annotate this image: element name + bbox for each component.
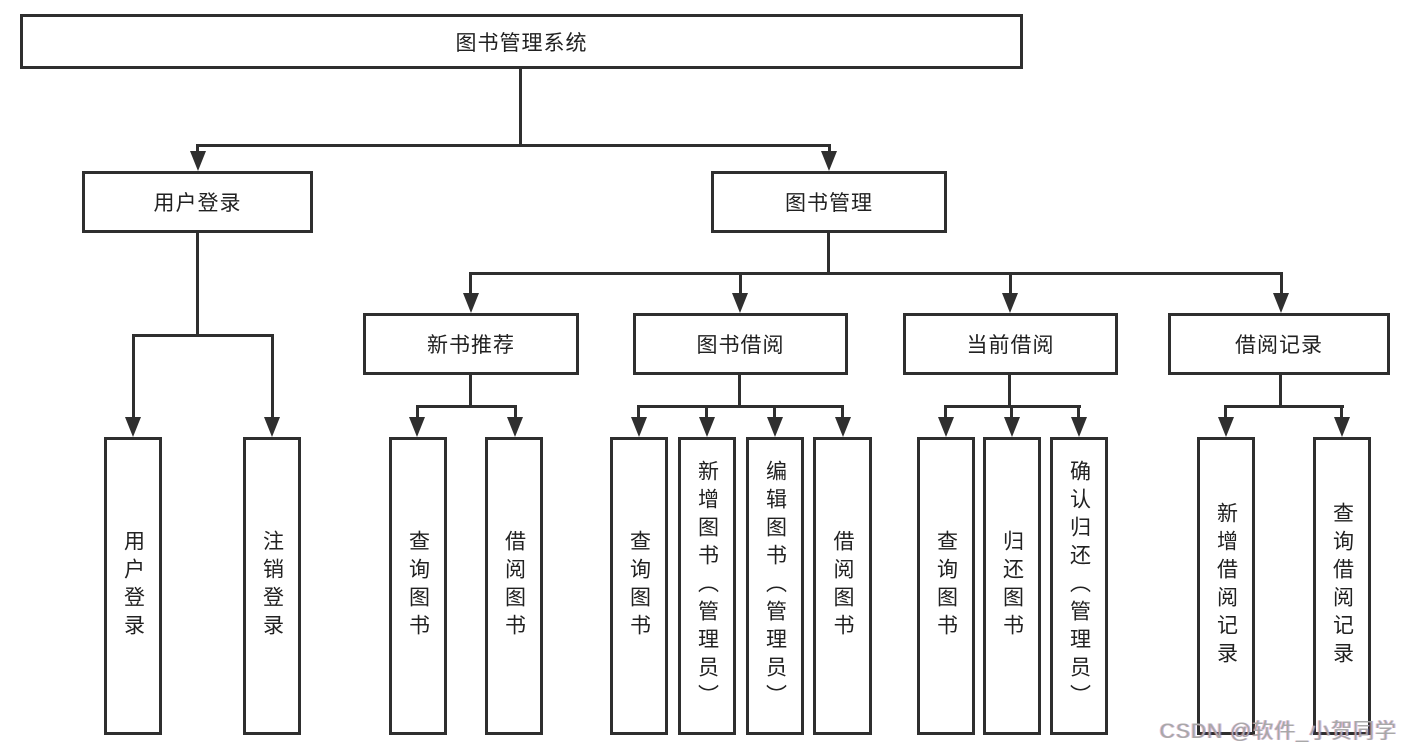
node-borrow-records: 借阅记录 [1168, 313, 1390, 375]
leaf-borrow-book-1: 借阅图书 [485, 437, 543, 735]
arrowhead-icon [767, 417, 783, 437]
leaf-query-book-2: 查询图书 [610, 437, 668, 735]
connector-drop [1280, 272, 1283, 295]
arrowhead-icon [190, 151, 206, 171]
node-book-management: 图书管理 [711, 171, 947, 233]
connector-bookmgmt-bar [469, 272, 1283, 275]
arrowhead-icon [1273, 293, 1289, 313]
arrowhead-icon [1218, 417, 1234, 437]
node-root-system: 图书管理系统 [20, 14, 1023, 69]
arrowhead-icon [1334, 417, 1350, 437]
connector-bookmgmt-stem [827, 233, 830, 275]
connector-drop [705, 405, 708, 419]
leaf-return-book: 归还图书 [983, 437, 1041, 735]
connector-drop [196, 144, 199, 153]
connector-drop [637, 405, 640, 419]
connector-drop [773, 405, 776, 419]
connector-drop [514, 405, 517, 419]
connector-drop [739, 272, 742, 295]
connector-root-bar [196, 144, 831, 147]
connector-drop [1340, 405, 1343, 419]
connector-drop [416, 405, 419, 419]
node-user-login: 用户登录 [82, 171, 313, 233]
arrowhead-icon [125, 417, 141, 437]
node-new-book-recommend: 新书推荐 [363, 313, 579, 375]
connector-newbook-stem [469, 375, 472, 408]
arrowhead-icon [821, 151, 837, 171]
connector-drop [1009, 272, 1012, 295]
arrowhead-icon [463, 293, 479, 313]
connector-drop [469, 272, 472, 295]
connector-drop [828, 144, 831, 153]
arrowhead-icon [1002, 293, 1018, 313]
arrowhead-icon [507, 417, 523, 437]
leaf-query-book-3: 查询图书 [917, 437, 975, 735]
connector-drop [841, 405, 844, 419]
leaf-query-borrow-record: 查询借阅记录 [1313, 437, 1371, 735]
leaf-add-borrow-record: 新增借阅记录 [1197, 437, 1255, 735]
arrowhead-icon [699, 417, 715, 437]
arrowhead-icon [732, 293, 748, 313]
arrowhead-icon [1071, 417, 1087, 437]
connector-drop [132, 334, 135, 419]
connector-drop [1224, 405, 1227, 419]
arrowhead-icon [264, 417, 280, 437]
connector-userlogin-bar [132, 334, 274, 337]
connector-borrowrecord-bar [1224, 405, 1344, 408]
connector-root-stem [519, 69, 522, 146]
connector-userlogin-stem [196, 233, 199, 337]
connector-drop [1077, 405, 1080, 419]
arrowhead-icon [938, 417, 954, 437]
connector-drop [271, 334, 274, 419]
leaf-user-login: 用户登录 [104, 437, 162, 735]
node-book-borrow: 图书借阅 [633, 313, 848, 375]
leaf-logout: 注销登录 [243, 437, 301, 735]
arrowhead-icon [409, 417, 425, 437]
arrowhead-icon [631, 417, 647, 437]
leaf-add-book-admin: 新增图书（管理员） [678, 437, 736, 735]
leaf-query-book-1: 查询图书 [389, 437, 447, 735]
node-current-borrow: 当前借阅 [903, 313, 1118, 375]
watermark: CSDN @软件_小贺同学 [1159, 720, 1397, 743]
connector-drop [944, 405, 947, 419]
connector-bookborrow-bar [637, 405, 844, 408]
leaf-edit-book-admin: 编辑图书（管理员） [746, 437, 804, 735]
arrowhead-icon [835, 417, 851, 437]
arrowhead-icon [1004, 417, 1020, 437]
connector-drop [1010, 405, 1013, 419]
connector-borrowrecord-stem [1279, 375, 1282, 408]
connector-bookborrow-stem [738, 375, 741, 408]
leaf-borrow-book-2: 借阅图书 [813, 437, 872, 735]
connector-currentborrow-stem [1008, 375, 1011, 408]
leaf-confirm-return-admin: 确认归还（管理员） [1050, 437, 1108, 735]
connector-newbook-bar [416, 405, 517, 408]
